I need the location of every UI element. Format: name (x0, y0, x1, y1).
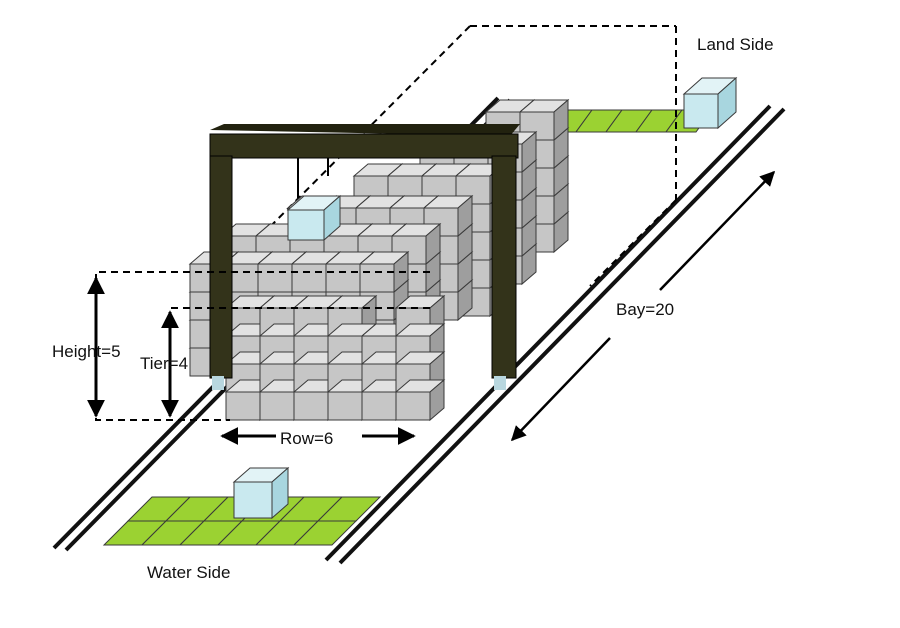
crane-wheel-left (212, 376, 224, 390)
water-truck-container (232, 466, 290, 520)
crane-beam-top (210, 124, 520, 136)
land-truck-container-front (683, 93, 719, 129)
dimension-lines (87, 170, 776, 445)
crane-beam (209, 133, 519, 159)
spreader-box-icon (286, 194, 342, 242)
bay-arrow-upper (659, 170, 776, 291)
spreader-box-icon-front (287, 209, 325, 241)
water-truck-container-front (233, 481, 273, 519)
container-box-front (259, 391, 295, 421)
water-side-truck-lane (102, 466, 382, 546)
container-box-front (359, 263, 395, 293)
rtg-crane-icon (209, 124, 520, 390)
container-box-front (361, 391, 397, 421)
container-box (394, 378, 446, 422)
rail-right-outer (324, 104, 772, 562)
water-side-label: Water Side (147, 563, 231, 582)
row-label: Row=6 (280, 429, 334, 448)
crane-leg-left (209, 155, 233, 379)
container-box-front (293, 391, 329, 421)
container-box-front (225, 391, 261, 421)
container-box-front (257, 263, 293, 293)
bay-arrow-lower (510, 337, 611, 442)
land-side-label: Land Side (697, 35, 774, 54)
height-label: Height=5 (52, 342, 121, 361)
crane-wheel-right (494, 376, 506, 390)
container-box-front (395, 391, 431, 421)
crane-leg-right (491, 155, 517, 379)
tier-label: Tier=4 (140, 354, 189, 373)
container-box-front (325, 263, 361, 293)
container-box-front (291, 263, 327, 293)
bay-label: Bay=20 (616, 300, 675, 319)
land-truck-container (682, 76, 738, 130)
container-stack-icon (188, 98, 570, 422)
rail-right-inner (338, 107, 786, 565)
lane-cell (292, 520, 358, 546)
tier-bracket (169, 307, 430, 420)
container-box-front (327, 391, 363, 421)
